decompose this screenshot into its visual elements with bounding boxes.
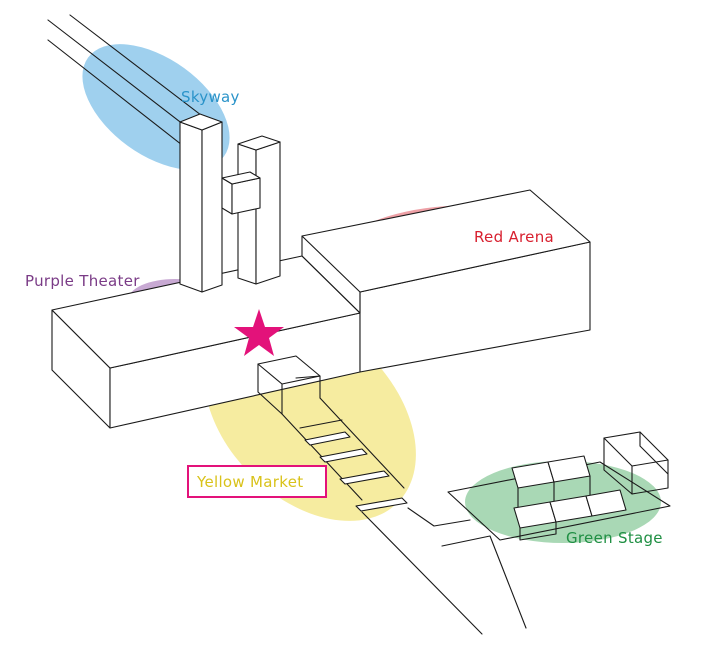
red-arena-label[interactable]: Red Arena (474, 228, 554, 246)
yellow-market-label[interactable]: Yellow Market (196, 473, 303, 491)
tower-connector (221, 171, 261, 215)
yellow-market-label-box (187, 465, 327, 498)
main-building (51, 255, 361, 429)
skyway-zone-highlight[interactable] (60, 19, 252, 195)
arena-building (301, 189, 591, 373)
tall-tower-left (179, 113, 223, 293)
purple-theater-label[interactable]: Purple Theater (25, 272, 140, 290)
green-stage-area (447, 431, 671, 541)
skyway-label[interactable]: Skyway (181, 88, 240, 106)
walkway (361, 507, 527, 635)
market-stalls (257, 355, 408, 512)
green-stage-label[interactable]: Green Stage (566, 529, 663, 547)
star-icon (234, 309, 284, 356)
